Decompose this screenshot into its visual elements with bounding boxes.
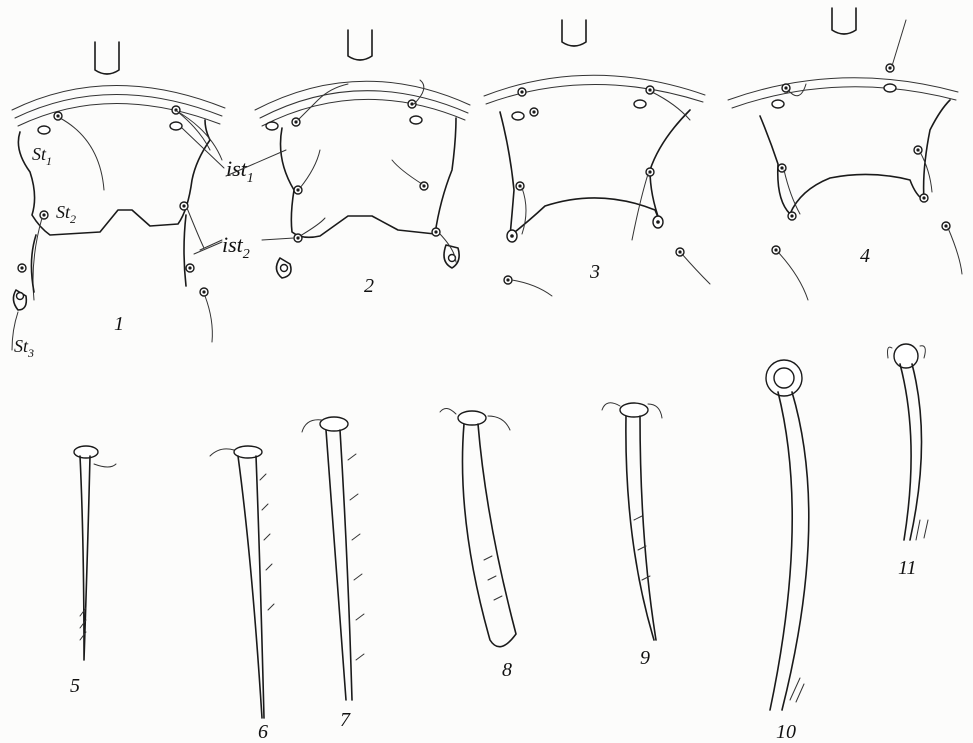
label-ist1: ist1 (226, 156, 254, 186)
panel-1-sternum (12, 42, 225, 350)
seta-10 (766, 360, 809, 710)
seta-9 (602, 403, 662, 640)
panel-number-7: 7 (340, 709, 351, 731)
seta-8 (440, 408, 516, 646)
seta-11 (888, 344, 929, 540)
panel-2-sternum (255, 30, 470, 278)
panel-number-1: 1 (114, 313, 124, 335)
label-st1: St1 (32, 144, 52, 168)
panel-number-4: 4 (860, 245, 870, 267)
seta-5 (74, 446, 116, 660)
panel-4-sternum (728, 8, 962, 300)
panel-number-6: 6 (258, 721, 268, 743)
panel-number-8: 8 (502, 659, 512, 681)
panel-3-sternum (484, 20, 710, 296)
panel-1-mouthpart (95, 42, 119, 74)
seta-7 (302, 417, 364, 700)
label-st2: St2 (56, 202, 76, 226)
panel-number-11: 11 (898, 557, 917, 579)
panel-number-2: 2 (364, 275, 374, 297)
label-ist2: ist2 (222, 232, 250, 262)
panel-number-3: 3 (589, 261, 600, 283)
label-st3: St3 (14, 336, 34, 360)
panel-number-5: 5 (70, 675, 80, 697)
panel-number-9: 9 (640, 647, 650, 669)
seta-6 (210, 446, 274, 718)
panel-number-10: 10 (776, 721, 796, 743)
